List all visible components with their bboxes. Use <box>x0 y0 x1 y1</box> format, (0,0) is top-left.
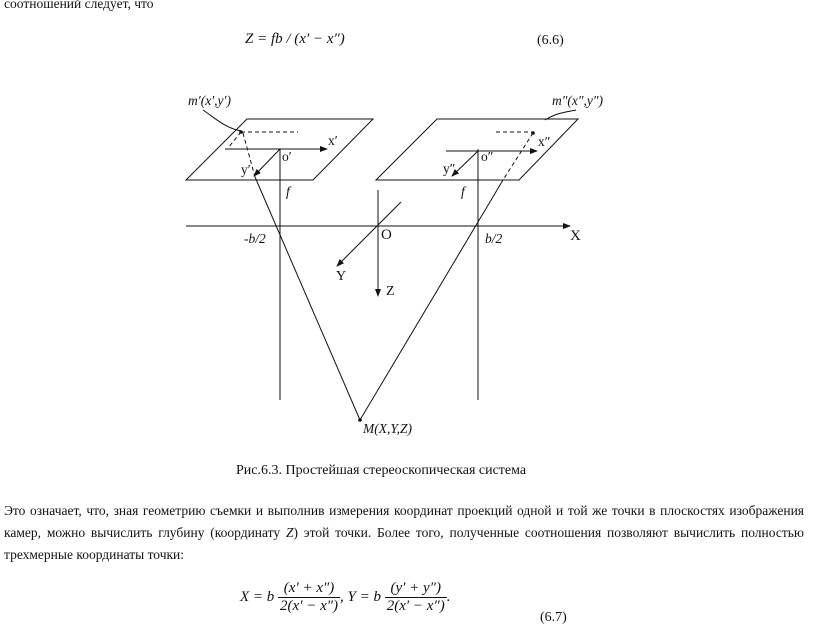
label-y2: y″ <box>443 161 456 176</box>
intro-text: соотношений следует, что <box>4 0 154 11</box>
equation-6-6: Z = fb / (x′ − x″) <box>245 31 345 47</box>
label-m1: m′(x′,y′) <box>188 93 231 108</box>
label-origin: O <box>381 227 392 243</box>
label-Y: Y <box>336 269 347 284</box>
label-o1: o′ <box>282 149 292 164</box>
left-ray <box>254 176 361 421</box>
eq-y-num: (y′ + y″) <box>384 580 447 598</box>
eq-x-den: 2(x′ − x″) <box>280 598 339 614</box>
eq-x-num: (x′ + x″) <box>278 580 341 598</box>
figure-caption: Рис.6.3. Простейшая стереоскопическая си… <box>236 463 527 478</box>
paragraph-text: Это означает, что, зная геометрию съемки… <box>4 503 804 540</box>
label-x2: x″ <box>538 134 551 149</box>
label-f1: f <box>286 184 290 199</box>
equation-6-6-number: (6.6) <box>537 33 564 48</box>
left-image-plane <box>184 118 375 181</box>
paragraph-var-z: Z <box>285 525 294 540</box>
label-x1: x′ <box>328 133 338 148</box>
body-paragraph: Это означает, что, зная геометрию съемки… <box>4 500 804 566</box>
right-ray <box>359 179 504 421</box>
eq-y-lhs: Y = b <box>347 588 381 605</box>
paragraph-text-cont: ) этой точки. Более того, полученные соо… <box>4 525 804 562</box>
label-Z: Z <box>386 284 395 299</box>
label-y1: y′ <box>241 162 251 177</box>
equation-6-7-number: (6.7) <box>540 610 567 625</box>
label-f2: f <box>461 184 465 199</box>
y-axis <box>336 201 402 267</box>
label-minus-b2: -b/2 <box>244 231 266 246</box>
eq-x-lhs: X = b <box>240 588 275 605</box>
label-m2: m″(x″,y″) <box>552 93 603 108</box>
eq-x-frac: (x′ + x″)2(x′ − x″) <box>278 580 341 615</box>
eq-y-den: 2(x′ − x″) <box>386 598 445 614</box>
right-image-plane <box>374 118 580 181</box>
label-o2: o″ <box>481 149 494 164</box>
label-b2: b/2 <box>485 231 503 246</box>
eq-y-frac: (y′ + y″)2(x′ − x″) <box>384 580 447 615</box>
label-X: X <box>570 228 581 244</box>
equation-6-7: X = b (x′ + x″)2(x′ − x″), Y = b (y′ + y… <box>240 580 451 615</box>
label-M: M(X,Y,Z) <box>363 421 413 436</box>
